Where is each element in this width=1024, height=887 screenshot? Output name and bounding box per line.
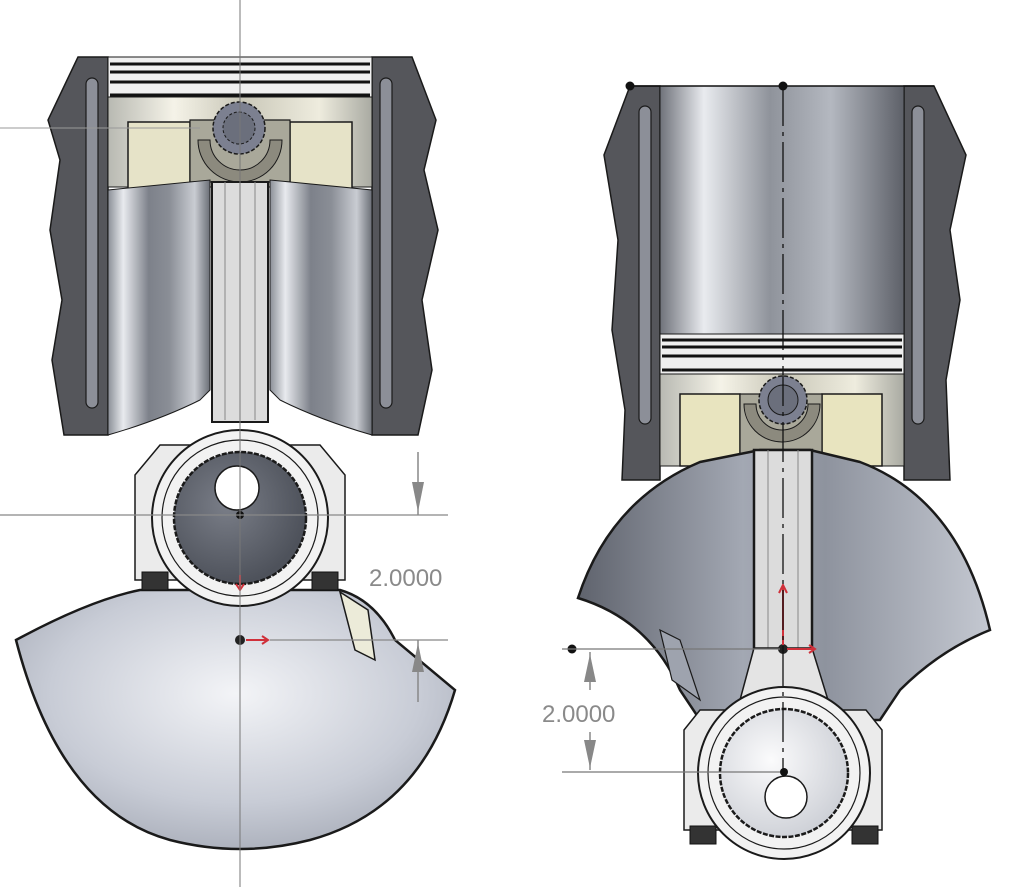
piston-pocket-left: [127, 121, 191, 193]
cap-bolt-left: [141, 571, 169, 591]
dimension-label: 2.0000: [542, 701, 615, 728]
cap-bolt-right: [851, 825, 879, 845]
piston-rings: [662, 338, 902, 372]
oil-hole: [764, 775, 808, 819]
dimension-label: 2.0000: [369, 565, 442, 592]
dimension-left: 2.0000: [369, 452, 442, 702]
crank-web-tab: [338, 590, 376, 662]
left-view: 2.0000: [0, 0, 457, 887]
piston-pocket-left: [679, 393, 741, 467]
coolant-slot-left: [638, 105, 652, 425]
coolant-slot-right: [911, 105, 925, 425]
cylinder-block-left-wall: [47, 56, 109, 436]
piston-pocket-right: [289, 121, 353, 193]
coolant-slot-right: [379, 77, 393, 409]
piston-skirt-left: [107, 179, 211, 436]
crank-counterweight: [14, 588, 457, 851]
small-end: [743, 403, 821, 443]
crank-web-tab: [659, 628, 702, 702]
constraint-marker: [787, 644, 817, 654]
dimension-right: 2.0000: [542, 652, 615, 770]
cap-bolt-left: [689, 825, 717, 845]
sketch-point: [625, 81, 635, 91]
small-end-left: [197, 139, 283, 183]
right-view: 2.0000: [542, 81, 992, 860]
rod-center-point: [780, 768, 788, 776]
constraint-marker: [246, 635, 270, 645]
wrist-pin-inner: [222, 111, 256, 145]
cap-bolt-right: [311, 571, 339, 591]
sketch-point: [778, 81, 788, 91]
coolant-slot-left: [85, 77, 99, 409]
cylinder-bore: [659, 85, 905, 335]
piston-skirt-right: [269, 179, 373, 436]
oil-hole: [214, 465, 260, 511]
